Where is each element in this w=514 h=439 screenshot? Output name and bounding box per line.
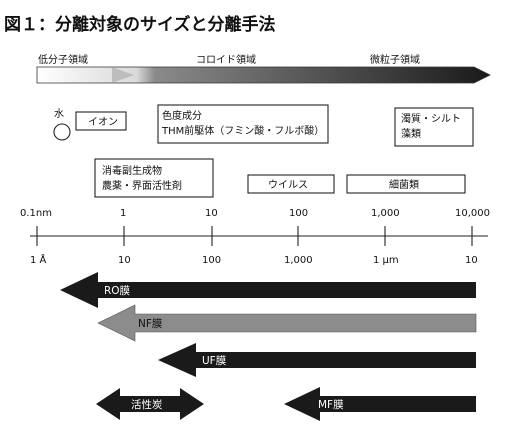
scale-bottom-label-3: 1,000 [284,255,313,266]
scale-top-label-3: 100 [289,208,308,219]
scale-bottom-label-1: 10 [118,255,131,266]
turbidity-box [394,107,474,147]
figure-title: 図１：分離対象のサイズと分離手法 [4,14,276,35]
color-thm-box [157,104,329,144]
virus-label: ウイルス [268,179,308,191]
color-thm-line1: 色度成分 [162,109,202,122]
ro-membrane-arrow [60,272,476,308]
color-thm-line2: THM前駆体（フミン酸・フルボ酸） [161,124,324,137]
scale-top-label-5: 10,000 [455,208,490,219]
region-label-colloid: コロイド領域 [196,53,256,66]
mf-membrane-arrow [284,387,476,421]
disinfection-box [94,158,214,198]
ion-box [75,111,127,131]
region-arrow-light-tip [112,67,134,83]
scale-top-label-0: 0.1nm [20,208,52,219]
virus-box [247,174,335,194]
bacteria-box [346,174,466,194]
activated-carbon-label: 活性炭 [131,398,163,411]
region-label-particle: 微粒子領域 [370,53,420,66]
scale-bottom-label-5: 10 [465,255,478,266]
scale-top-label-2: 10 [205,208,218,219]
bacteria-label: 細菌類 [389,178,419,191]
mf-membrane-label: MF膜 [318,399,344,411]
disinfection-line1: 消毒副生成物 [102,164,162,177]
uf-membrane-arrow [158,343,476,377]
scale-bottom-label-0: 1 Å [30,253,47,266]
scale-top-label-4: 1,000 [371,208,400,219]
ro-membrane-label: RO膜 [104,285,131,297]
ion-label: イオン [88,116,118,128]
region-arrow [36,66,491,84]
scale-bottom-label-4: 1 μm [373,255,399,266]
region-label-low-molecule: 低分子領域 [38,53,88,66]
activated-carbon-arrow [96,388,204,420]
uf-membrane-label: UF膜 [202,355,227,367]
turbidity-line1: 濁質・シルト [401,112,461,125]
scale-top-label-1: 1 [120,208,126,219]
disinfection-line2: 農薬・界面活性剤 [102,179,182,192]
water-molecule-icon [53,123,71,141]
nf-membrane-label: NF膜 [138,318,163,330]
nf-membrane-arrow [97,304,477,342]
water-label: 水 [54,108,64,120]
turbidity-line2: 藻類 [401,127,421,140]
scale-bottom-label-2: 100 [202,255,221,266]
